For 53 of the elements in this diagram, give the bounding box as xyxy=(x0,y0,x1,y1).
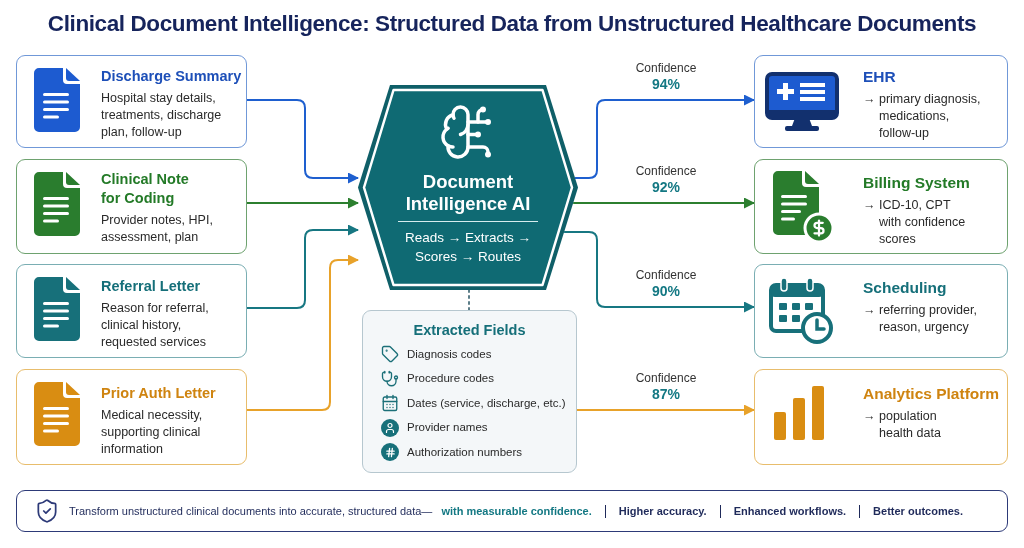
card-description: Medical necessity, supporting clinical information xyxy=(101,407,204,458)
card-title: Scheduling xyxy=(863,278,948,298)
field-item: Diagnosis codes xyxy=(407,346,492,362)
banner-text: Transform unstructured clinical documents into accurate, structured data— with measurable confidence. xyxy=(69,503,592,519)
document-card xyxy=(16,264,247,358)
arrow xyxy=(246,99,359,184)
document-card xyxy=(16,369,247,465)
summary-banner xyxy=(16,490,1008,532)
card-description: → population health data xyxy=(863,408,942,442)
edge-label: Confidence 94% xyxy=(635,60,697,92)
card-description: Provider notes, HPI, assessment, plan xyxy=(101,212,214,246)
card-description: → primary diagnosis, medications, follow-up xyxy=(863,91,982,142)
banner-highlight: Enhanced workflows. xyxy=(733,503,847,519)
field-item: Authorization numbers xyxy=(407,444,523,460)
card-description: Reason for referral, clinical history, requested services xyxy=(101,300,210,351)
edge-label: Confidence 87% xyxy=(635,370,697,402)
destination-card xyxy=(754,55,1008,148)
card-description: → referring provider, reason, urgency xyxy=(863,302,978,336)
destination-card xyxy=(754,369,1008,465)
hexagon-process-node xyxy=(358,85,578,290)
card-title: Prior Auth Letter xyxy=(101,384,217,403)
edge-label: Confidence 92% xyxy=(635,163,697,195)
arrow xyxy=(246,197,359,209)
destination-card xyxy=(754,159,1008,254)
banner-highlight: Higher accuracy. xyxy=(618,503,707,519)
process-steps: Reads → Extracts → Scores → Routes xyxy=(393,228,543,266)
card-title: Clinical Note for Coding xyxy=(101,170,190,208)
document-card xyxy=(16,159,247,254)
fields-panel xyxy=(362,310,577,473)
field-item: Procedure codes xyxy=(407,371,494,387)
card-title: Discharge Summary xyxy=(101,67,243,86)
card-title: EHR xyxy=(863,67,897,87)
field-item: Dates (service, discharge, etc.) xyxy=(407,395,566,411)
card-title: Analytics Platform xyxy=(863,384,1001,404)
arrow xyxy=(572,197,755,209)
card-description: Hospital stay details, treatments, discharge plan, follow-up xyxy=(101,90,223,141)
card-title: Billing System xyxy=(863,173,971,193)
banner-highlight: Better outcomes. xyxy=(873,503,963,519)
arrow xyxy=(246,224,359,309)
panel-heading: Extracted Fields xyxy=(413,321,526,339)
arrow xyxy=(576,404,755,416)
arrow xyxy=(246,254,359,411)
card-description: → ICD-10, CPT with confidence scores xyxy=(863,197,967,248)
field-item: Provider names xyxy=(407,420,488,436)
arrow xyxy=(563,231,755,313)
process-title: Document Intelligence AI xyxy=(404,171,532,215)
document-card xyxy=(16,55,247,148)
destination-card xyxy=(754,264,1008,358)
diagram-title: Clinical Document Intelligence: Structured Data from Unstructured Healthcare Documents xyxy=(47,10,977,38)
edge-label: Confidence 90% xyxy=(635,267,697,299)
card-title: Referral Letter xyxy=(101,277,202,296)
arrow xyxy=(574,94,755,179)
dotted-connector xyxy=(468,289,470,311)
